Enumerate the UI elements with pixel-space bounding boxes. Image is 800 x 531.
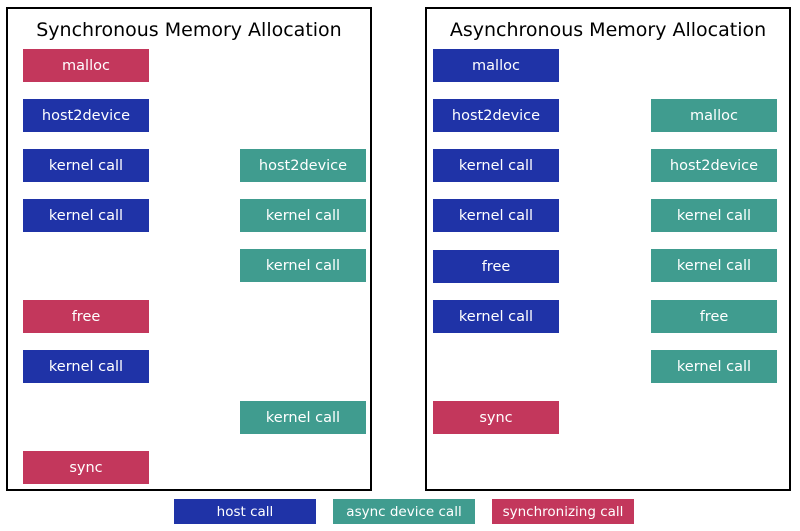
diagram-box: kernel call [240,199,366,232]
diagram-box: kernel call [23,350,149,383]
panel-title: Synchronous Memory Allocation [36,19,342,41]
legend-async-device-call: async device call [333,499,475,524]
diagram-box: kernel call [651,199,777,232]
diagram-box: kernel call [433,199,559,232]
diagram-box: free [23,300,149,333]
diagram-box: malloc [651,99,777,132]
diagram-box: host2device [433,99,559,132]
diagram-box: kernel call [433,149,559,182]
diagram-box: kernel call [651,350,777,383]
diagram-box: kernel call [240,401,366,434]
diagram-box: host2device [240,149,366,182]
diagram-box: kernel call [23,199,149,232]
panel-title: Asynchronous Memory Allocation [449,19,767,41]
diagram-box: kernel call [651,249,777,282]
diagram-box: malloc [433,49,559,82]
diagram-box: free [433,250,559,283]
diagram-box: kernel call [23,149,149,182]
diagram-box: sync [23,451,149,484]
diagram-box: free [651,300,777,333]
diagram-box: kernel call [240,249,366,282]
diagram-box: malloc [23,49,149,82]
legend-synchronizing-call: synchronizing call [492,499,634,524]
diagram-box: sync [433,401,559,434]
legend-host-call: host call [174,499,316,524]
diagram-box: host2device [23,99,149,132]
diagram-box: kernel call [433,300,559,333]
diagram-box: host2device [651,149,777,182]
